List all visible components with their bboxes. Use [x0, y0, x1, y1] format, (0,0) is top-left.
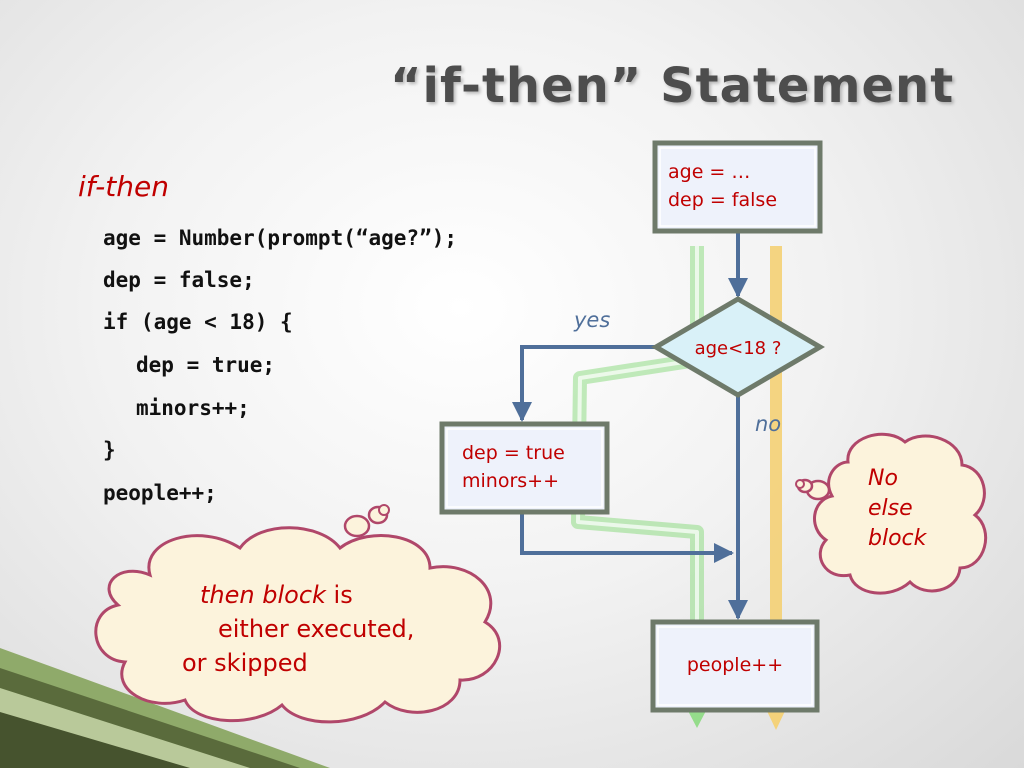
corner-decoration	[0, 648, 330, 768]
cloud-callout-right: No else block	[795, 432, 988, 595]
code-heading: if-then	[78, 170, 169, 203]
code-line-1: age = Number(prompt(“age?”);	[103, 226, 458, 250]
decision-diamond: age<18 ?	[651, 296, 825, 398]
code-line-3: if (age < 18) {	[103, 310, 293, 334]
slide-title: “if-then” Statement	[390, 58, 955, 114]
code-line-5: minors++;	[136, 396, 250, 420]
end-box-label: people++	[687, 654, 783, 676]
code-line-4: dep = true;	[136, 353, 276, 377]
cloud-right-line-1: No	[868, 466, 898, 491]
then-box-line-1: dep = true	[462, 442, 565, 464]
svg-text:then block is: then block is	[200, 581, 353, 609]
cloud-right-line-2: else	[868, 496, 913, 521]
cloud-left-line-2: either executed,	[218, 615, 414, 643]
cloud-left-rest: is	[326, 581, 353, 609]
yes-label: yes	[573, 308, 610, 332]
no-label: no	[755, 412, 781, 436]
then-box-line-2: minors++	[462, 470, 559, 492]
then-box: dep = true minors++	[439, 421, 610, 515]
cloud-right-line-3: block	[868, 526, 928, 551]
cloud-callout-left: then block is either executed, or skippe…	[94, 504, 502, 724]
arrow-merge	[520, 512, 734, 563]
decision-label: age<18 ?	[695, 338, 782, 359]
code-line-6: }	[103, 438, 116, 462]
flow-arrows	[512, 232, 748, 620]
arrow-yes-branch	[512, 345, 660, 422]
start-box-line-2: dep = false	[668, 189, 777, 211]
end-box: people++	[650, 619, 820, 713]
cloud-left-line-3: or skipped	[182, 649, 308, 677]
start-box: age = … dep = false	[652, 140, 823, 234]
cloud-left-italic: then block	[200, 581, 327, 609]
code-line-7: people++;	[103, 481, 217, 505]
code-line-2: dep = false;	[103, 268, 255, 292]
start-box-line-1: age = …	[668, 161, 750, 183]
